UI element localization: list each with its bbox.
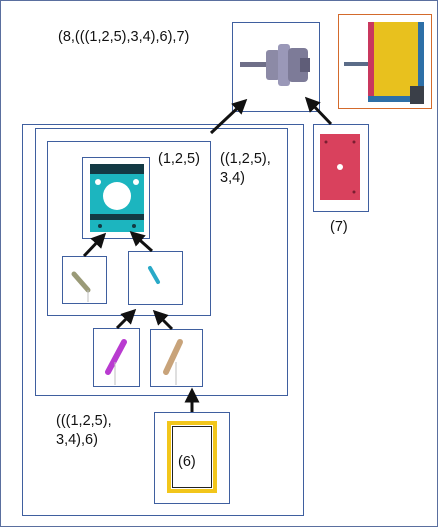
cyan-plate-box (82, 157, 150, 239)
group-125-34-6-frame (22, 124, 304, 516)
final-product-box (338, 14, 432, 109)
label-group-125-34-6: (((1,2,5), 3,4),6) (56, 413, 112, 448)
yellow-frame-part-6 (167, 421, 217, 493)
label-part-6: (6) (178, 454, 196, 470)
label-group-125: (1,2,5) (158, 151, 200, 167)
part-2-box (128, 251, 183, 305)
part-1-box (62, 256, 107, 304)
part-6-box (154, 412, 230, 504)
part-3-box (93, 328, 140, 387)
part-7-box (313, 124, 369, 212)
label-part-7: (7) (330, 219, 348, 235)
top-assembly-box (232, 22, 320, 112)
label-top-assembly: (8,(((1,2,5),3,4),6),7) (58, 29, 190, 45)
group-125-34-frame (35, 128, 288, 396)
label-group-125-34: ((1,2,5), 3,4) (220, 151, 271, 186)
part-4-box (150, 329, 203, 387)
yellow-frame-inner (172, 426, 212, 488)
